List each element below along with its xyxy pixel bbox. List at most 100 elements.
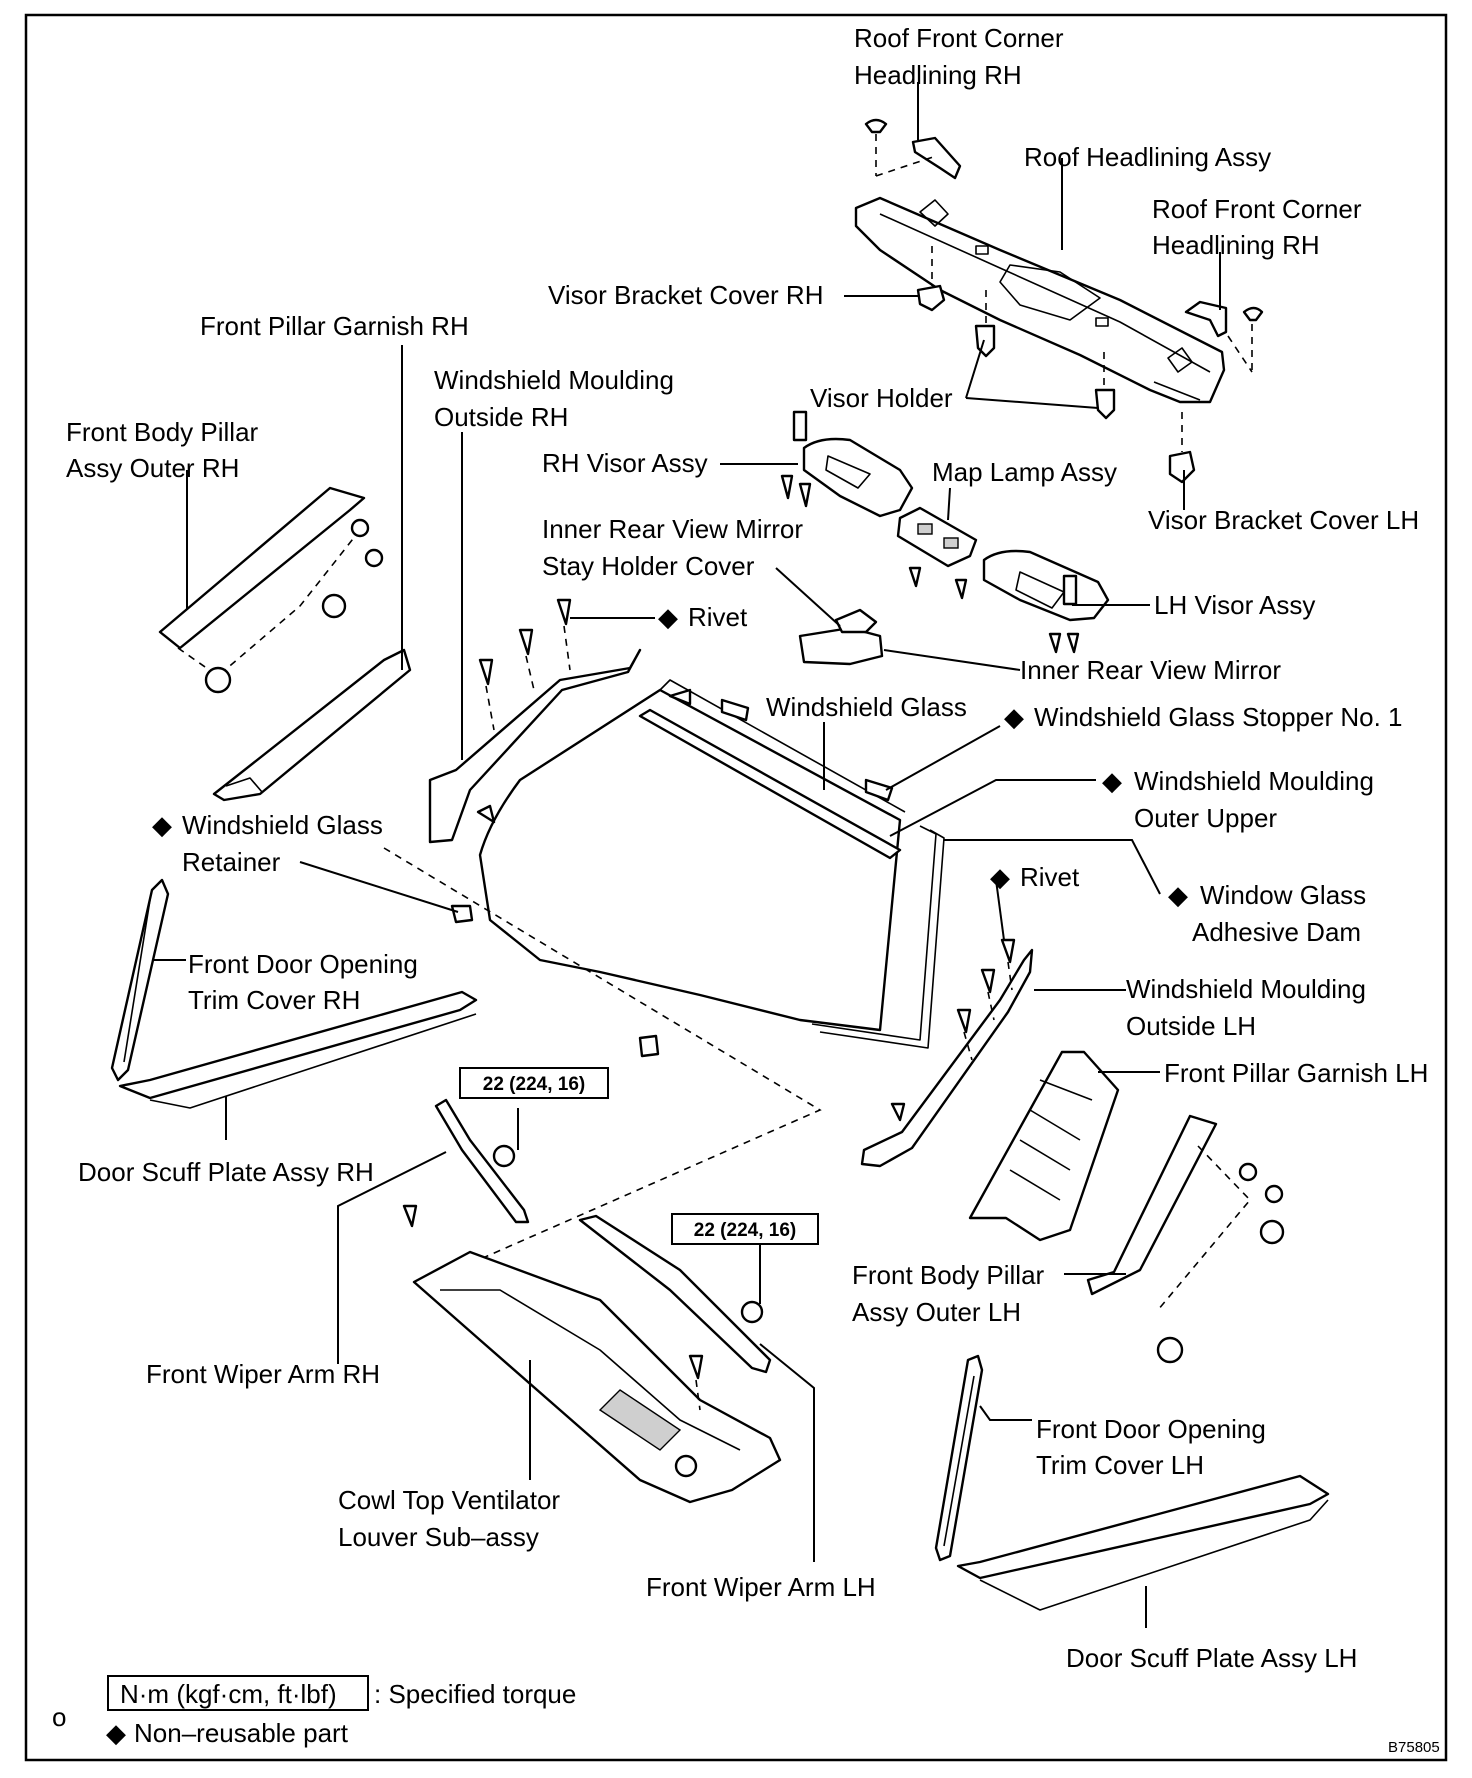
glass-stopper-drawing — [720, 698, 894, 802]
legend-torque-unit: N·m (kgf·cm, ft·lbf) — [120, 1679, 337, 1709]
label-rivet-upper: ◆ Rivet — [658, 602, 748, 632]
label-front-wiper-arm-lh: Front Wiper Arm LH — [646, 1572, 876, 1602]
visor-bracket-cover-lh-drawing — [1168, 412, 1196, 484]
front-pillar-garnish-lh-drawing — [968, 1050, 1120, 1242]
label-lh-visor-assy: LH Visor Assy — [1154, 590, 1315, 620]
label-roof-headlining-assy: Roof Headlining Assy — [1024, 142, 1271, 172]
label-door-scuff-plate-rh: Door Scuff Plate Assy RH — [78, 1157, 374, 1187]
svg-text:Retainer: Retainer — [182, 847, 281, 877]
svg-text:Rivet: Rivet — [1020, 862, 1080, 892]
label-visor-holder: Visor Holder — [810, 383, 953, 413]
svg-text:Windshield Moulding: Windshield Moulding — [1134, 766, 1374, 796]
label-front-door-opening-trim-rh: Front Door Opening Trim Cover RH — [188, 949, 418, 1015]
diagram-frame — [24, 13, 1448, 1762]
visor-bracket-cover-rh-drawing — [916, 246, 946, 312]
rh-visor-drawing — [780, 410, 914, 518]
label-windshield-moulding-outside-lh: Windshield Moulding Outside LH — [1126, 974, 1366, 1041]
svg-text:Trim Cover LH: Trim Cover LH — [1036, 1450, 1204, 1480]
figure-code: B75805 — [1388, 1739, 1440, 1756]
svg-text:Windshield Moulding: Windshield Moulding — [434, 365, 674, 395]
svg-text:Headlining RH: Headlining RH — [1152, 230, 1320, 260]
label-front-pillar-garnish-rh: Front Pillar Garnish RH — [200, 311, 469, 341]
svg-text:Windshield Glass Stopper No. 1: Windshield Glass Stopper No. 1 — [1034, 702, 1403, 732]
label-windshield-glass: Windshield Glass — [766, 692, 967, 722]
label-inner-rear-view-mirror: Inner Rear View Mirror — [1020, 655, 1281, 685]
label-front-pillar-garnish-lh: Front Pillar Garnish LH — [1164, 1058, 1428, 1088]
svg-text:Cowl Top Ventilator: Cowl Top Ventilator — [338, 1485, 560, 1515]
svg-text:Assy Outer LH: Assy Outer LH — [852, 1297, 1021, 1327]
front-body-pillar-rh-drawing — [158, 486, 384, 694]
label-windshield-moulding-outer-upper: ◆ Windshield Moulding Outer Upper — [1102, 766, 1374, 833]
svg-text:Outside LH: Outside LH — [1126, 1011, 1256, 1041]
cowl-louver-drawing — [412, 1250, 782, 1504]
torque-box-lh: 22 (224, 16) — [671, 1213, 819, 1245]
svg-text:◆: ◆ — [1004, 702, 1024, 732]
roof-front-corner-rh-drawing — [864, 118, 962, 180]
svg-text:Front Body Pillar: Front Body Pillar — [852, 1260, 1045, 1290]
map-lamp-drawing — [896, 506, 978, 600]
front-wiper-arm-lh-drawing — [578, 1214, 772, 1374]
label-front-body-pillar-outer-rh: Front Body Pillar Assy Outer RH — [66, 417, 259, 483]
label-door-scuff-plate-lh: Door Scuff Plate Assy LH — [1066, 1643, 1357, 1673]
label-windshield-glass-stopper: ◆ Windshield Glass Stopper No. 1 — [1004, 702, 1403, 732]
svg-text:Windshield Moulding: Windshield Moulding — [1126, 974, 1366, 1004]
svg-text:Headlining RH: Headlining RH — [854, 60, 1022, 90]
svg-text:Window Glass: Window Glass — [1200, 880, 1366, 910]
roof-front-corner-right-drawing — [1184, 300, 1264, 373]
windshield-glass-drawing — [478, 679, 906, 1032]
svg-text:Front Door Opening: Front Door Opening — [1036, 1414, 1266, 1444]
svg-text:Windshield Glass: Windshield Glass — [182, 810, 383, 840]
legend-torque-desc: : Specified torque — [374, 1679, 576, 1709]
svg-text:Inner Rear View Mirror: Inner Rear View Mirror — [542, 514, 803, 544]
label-front-body-pillar-outer-lh: Front Body Pillar Assy Outer LH — [852, 1260, 1045, 1327]
svg-text:Front Door Opening: Front Door Opening — [188, 949, 418, 979]
front-pillar-garnish-rh-drawing — [212, 648, 412, 802]
svg-text:◆: ◆ — [152, 810, 172, 840]
lh-visor-drawing — [982, 549, 1110, 654]
svg-text:◆: ◆ — [658, 602, 678, 632]
legend-non-reusable: Non–reusable part — [134, 1718, 349, 1748]
svg-text:22 (224, 16): 22 (224, 16) — [694, 1220, 796, 1241]
torque-box-rh: 22 (224, 16) — [459, 1067, 609, 1099]
windshield-moulding-rh-drawing — [428, 598, 642, 844]
legend-diamond: ◆ — [106, 1718, 126, 1748]
legend-torque-box — [107, 1675, 369, 1711]
leader-lines — [154, 82, 1221, 1628]
label-visor-bracket-cover-rh: Visor Bracket Cover RH — [548, 280, 824, 310]
label-front-door-opening-trim-lh: Front Door Opening Trim Cover LH — [1036, 1414, 1266, 1480]
adhesive-dam-drawing — [811, 825, 945, 1049]
svg-text:Roof Front Corner: Roof Front Corner — [1152, 194, 1362, 224]
label-rh-visor-assy: RH Visor Assy — [542, 448, 708, 478]
roof-headlining-drawing — [854, 196, 1226, 404]
label-windshield-moulding-outside-rh: Windshield Moulding Outside RH — [434, 365, 674, 432]
door-scuff-plate-lh-drawing — [956, 1474, 1330, 1611]
svg-text:◆: ◆ — [1102, 766, 1122, 796]
svg-text:Trim Cover RH: Trim Cover RH — [188, 985, 360, 1015]
front-door-trim-rh-drawing — [110, 878, 170, 1082]
svg-text:Front Body Pillar: Front Body Pillar — [66, 417, 259, 447]
label-windshield-glass-retainer: ◆ Windshield Glass Retainer — [152, 810, 383, 877]
door-scuff-plate-rh-drawing — [118, 990, 478, 1109]
front-body-pillar-lh-drawing — [1086, 1114, 1285, 1364]
glass-retainer-drawing — [383, 847, 822, 1269]
svg-text:Outside RH: Outside RH — [434, 402, 568, 432]
svg-text:22 (224, 16): 22 (224, 16) — [483, 1074, 585, 1095]
svg-text:Stay Holder Cover: Stay Holder Cover — [542, 551, 755, 581]
svg-text:Assy Outer RH: Assy Outer RH — [66, 453, 239, 483]
svg-text:Adhesive Dam: Adhesive Dam — [1192, 917, 1361, 947]
front-wiper-arm-rh-drawing — [402, 1098, 530, 1228]
svg-text:Roof Front Corner: Roof Front Corner — [854, 23, 1064, 53]
label-roof-front-corner-rh-right: Roof Front Corner Headlining RH — [1152, 194, 1362, 260]
windshield-moulding-lh-drawing — [860, 938, 1034, 1168]
label-map-lamp-assy: Map Lamp Assy — [932, 457, 1117, 487]
label-cowl-top-ventilator: Cowl Top Ventilator Louver Sub–assy — [338, 1485, 560, 1552]
svg-text:Outer Upper: Outer Upper — [1134, 803, 1277, 833]
svg-text:◆: ◆ — [1168, 880, 1188, 910]
legend: N·m (kgf·cm, ft·lbf) : Specified torque … — [106, 1675, 576, 1748]
label-roof-front-corner-rh-top: Roof Front Corner Headlining RH — [854, 23, 1064, 90]
label-visor-bracket-cover-lh: Visor Bracket Cover LH — [1148, 505, 1419, 535]
corner-mark: o — [52, 1702, 66, 1732]
label-front-wiper-arm-rh: Front Wiper Arm RH — [146, 1359, 380, 1389]
svg-text:Louver Sub–assy: Louver Sub–assy — [338, 1522, 539, 1552]
